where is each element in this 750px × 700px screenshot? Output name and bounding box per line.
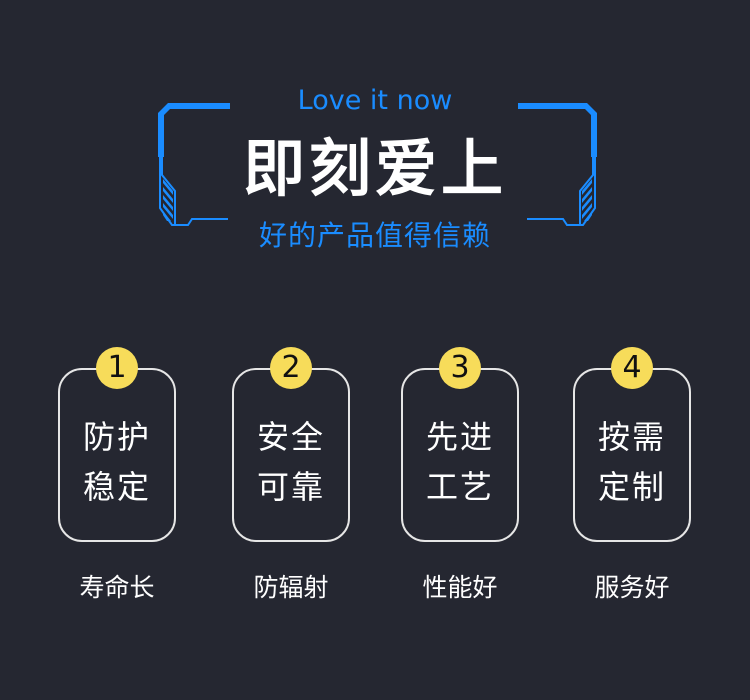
subtitle-text: 好的产品值得信赖 xyxy=(258,219,491,252)
feature-caption-1: 寿命长 xyxy=(79,573,155,602)
feature-line-1: 按需 xyxy=(597,418,666,456)
left-bracket-decoration-icon xyxy=(158,103,230,226)
number-badge: 3 xyxy=(439,347,481,389)
feature-card-3: 3 先进 工艺 xyxy=(401,347,519,542)
feature-caption-4: 服务好 xyxy=(594,573,670,602)
feature-caption-3: 性能好 xyxy=(422,573,498,602)
feature-label: 防护 稳定 xyxy=(60,412,174,512)
feature-card-4: 4 按需 定制 xyxy=(573,347,691,542)
feature-line-2: 定制 xyxy=(597,468,666,506)
feature-card-1: 1 防护 稳定 xyxy=(58,347,176,542)
feature-label: 先进 工艺 xyxy=(403,412,517,512)
feature-line-2: 可靠 xyxy=(256,468,325,506)
feature-line-1: 先进 xyxy=(425,418,494,456)
number-badge: 2 xyxy=(270,347,312,389)
feature-line-2: 工艺 xyxy=(425,468,494,506)
feature-caption-2: 防辐射 xyxy=(253,573,329,602)
number-badge: 1 xyxy=(96,347,138,389)
feature-line-2: 稳定 xyxy=(82,468,151,506)
feature-line-1: 安全 xyxy=(256,418,325,456)
page-title: 即刻爱上 xyxy=(242,132,507,205)
right-bracket-decoration-icon xyxy=(518,103,597,226)
header-section: Love it now 即刻爱上 好的产品值得信赖 xyxy=(0,0,750,270)
feature-label: 安全 可靠 xyxy=(234,412,348,512)
eyebrow-text: Love it now xyxy=(297,85,453,116)
number-badge: 4 xyxy=(611,347,653,389)
feature-line-1: 防护 xyxy=(82,418,151,456)
feature-card-2: 2 安全 可靠 xyxy=(232,347,350,542)
feature-label: 按需 定制 xyxy=(575,412,689,512)
